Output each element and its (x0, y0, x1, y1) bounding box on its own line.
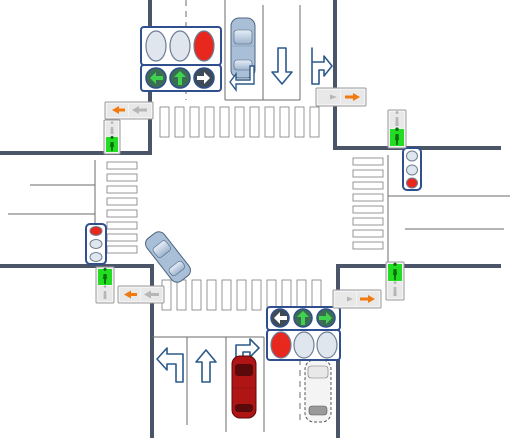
signal-head-south (266, 306, 341, 361)
hand-icon (345, 93, 360, 101)
hand-icon (112, 106, 125, 114)
standing-person-icon (103, 285, 107, 299)
car-white (304, 359, 332, 423)
person-icon (339, 296, 353, 302)
west-lens-red (89, 226, 103, 236)
north-lens-1 (145, 30, 167, 62)
left-arrow-icon (274, 312, 287, 324)
right-arrow-icon (197, 72, 210, 84)
car-turning-blue (145, 231, 191, 283)
west-lens-3 (89, 252, 103, 262)
ped-signal-ne-horizontal (315, 87, 367, 107)
person-icon (132, 106, 147, 114)
signal-head-west (85, 223, 107, 265)
ped-signal-ne-vertical (387, 109, 407, 149)
straight-arrow-icon (174, 71, 186, 85)
south-lens-2 (293, 331, 315, 359)
standing-person-icon (393, 281, 397, 296)
ped-signal-se-vertical (385, 261, 405, 301)
car-red (231, 355, 257, 419)
person-icon (322, 94, 337, 100)
curb-se (336, 264, 501, 438)
north-uturn-arrow (229, 65, 255, 93)
north-lens-2 (169, 30, 191, 62)
right-arrow-icon (319, 312, 332, 324)
north-lens-red (193, 30, 215, 62)
walking-person-icon (393, 262, 397, 280)
curb-nw (0, 0, 152, 155)
hand-icon (124, 290, 137, 299)
car-north-blue (230, 17, 256, 79)
curb-sw (0, 264, 154, 438)
ped-signal-se-horizontal (332, 289, 382, 309)
ped-signal-sw-horizontal (117, 285, 165, 304)
signal-head-north (140, 26, 222, 92)
straight-arrow-icon (297, 311, 309, 325)
south-lens-red (270, 331, 292, 359)
south-straight-arrow (195, 349, 217, 383)
north-straight-arrow (271, 47, 293, 85)
crosswalk-south (161, 279, 322, 311)
person-icon (144, 290, 159, 299)
ped-signal-sw-vertical (95, 266, 115, 304)
signal-head-east (402, 147, 422, 191)
south-lens-3 (316, 331, 338, 359)
hand-icon (360, 295, 375, 303)
left-arrow-icon (150, 72, 163, 84)
curb-ne (333, 0, 501, 150)
ped-signal-nw-vertical (103, 119, 121, 155)
walking-person-icon (103, 267, 107, 284)
road-curbs (0, 0, 501, 438)
walking-person-icon (110, 135, 114, 151)
ped-signal-nw-horizontal (104, 101, 154, 120)
lane-lines (8, 0, 510, 432)
west-lens-2 (89, 239, 103, 249)
east-lens-1 (406, 150, 418, 162)
walking-person-icon (395, 127, 399, 145)
east-lens-red (406, 177, 418, 189)
crosswalk-east (352, 157, 384, 250)
crosswalk-north (159, 106, 320, 138)
standing-person-icon (395, 111, 399, 126)
standing-person-icon (110, 121, 114, 134)
crosswalk-west (106, 161, 138, 254)
north-straight-right-arrow (311, 47, 333, 85)
south-left-arrow (156, 347, 184, 383)
east-lens-2 (406, 164, 418, 176)
